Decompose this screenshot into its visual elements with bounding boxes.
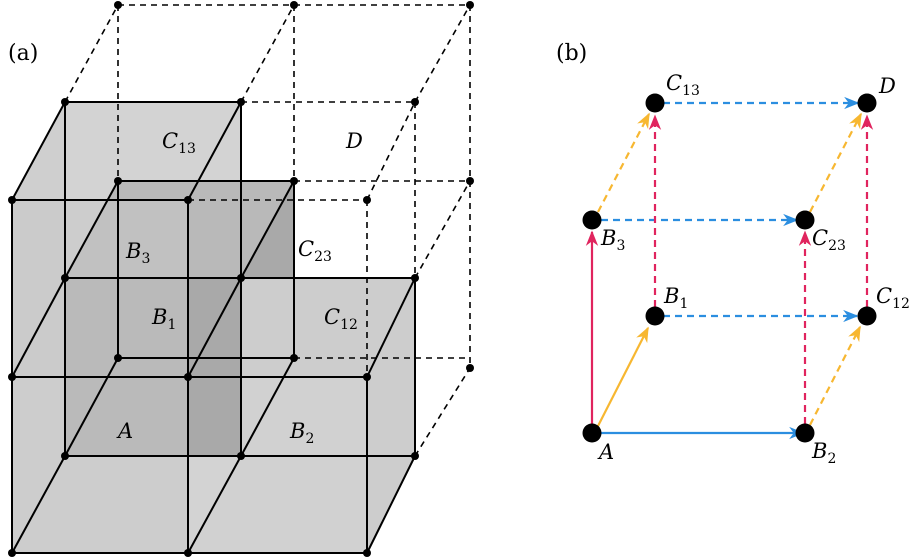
edge-a-15 <box>187 277 242 378</box>
a-node <box>363 196 371 204</box>
edge-a-b1 <box>597 326 649 427</box>
panel-a-solid-edges <box>11 101 416 554</box>
label-a-a: A <box>116 419 133 443</box>
panel-b-edges <box>585 96 874 440</box>
a-node <box>411 452 419 460</box>
dash-a-12 <box>366 101 416 201</box>
panel-b-nodes <box>582 93 877 443</box>
a-node <box>184 549 192 557</box>
label-b-c23: C23 <box>812 226 846 254</box>
panel-b-labels: A B2 B1 C12 B3 C23 C13 D <box>597 71 910 467</box>
a-node <box>466 364 474 372</box>
edge-a-8 <box>240 180 295 279</box>
edge-a-14 <box>366 277 416 378</box>
node-d <box>857 93 877 113</box>
a-node <box>290 177 298 185</box>
a-node <box>290 1 298 9</box>
label-b-c13: C13 <box>666 71 700 99</box>
edge-a-7 <box>187 101 242 201</box>
label-b-b3: B3 <box>600 226 625 254</box>
panel-a: (a) <box>8 1 474 557</box>
edge-b3-c13 <box>597 112 650 213</box>
dash-a-16 <box>414 367 471 457</box>
panel-b: (b) <box>556 41 910 467</box>
a-node <box>290 354 298 362</box>
label-a-d: D <box>345 129 363 153</box>
edge-a-11 <box>241 277 416 554</box>
edge-a-19 <box>11 455 66 554</box>
edge-a-20 <box>187 455 242 554</box>
a-node <box>61 452 69 460</box>
a-node <box>363 373 371 381</box>
label-b-b2: B2 <box>811 439 836 467</box>
node-b3 <box>582 210 602 230</box>
dash-a-14 <box>414 180 471 279</box>
label-b-d: D <box>878 74 896 98</box>
node-c23 <box>795 210 815 230</box>
panel-a-nodes <box>8 1 474 557</box>
node-c12 <box>857 306 877 326</box>
label-a-c23: C23 <box>298 237 332 265</box>
dash-a-2 <box>240 4 295 103</box>
label-b-c12: C12 <box>876 284 910 312</box>
a-node <box>114 1 122 9</box>
node-b2 <box>795 423 815 443</box>
label-a-b3: B3 <box>125 239 150 267</box>
node-c13 <box>645 93 665 113</box>
a-node <box>411 274 419 282</box>
label-a-b1: B1 <box>151 305 176 333</box>
label-a-c12: C12 <box>324 305 358 333</box>
a-node <box>114 177 122 185</box>
a-node <box>61 98 69 106</box>
node-a <box>582 423 602 443</box>
edge-a-6 <box>64 180 119 279</box>
a-node <box>237 452 245 460</box>
a-node <box>466 1 474 9</box>
a-node <box>237 274 245 282</box>
edge-b2-c12 <box>809 325 861 426</box>
face-c12 <box>241 278 415 553</box>
panel-a-labels: C13 D B3 C23 B1 C12 A B2 <box>116 129 363 447</box>
label-a-b2: B2 <box>289 419 314 447</box>
a-node <box>363 549 371 557</box>
a-node <box>61 274 69 282</box>
edge-a-22 <box>240 357 295 457</box>
edge-a-9 <box>11 277 66 378</box>
a-node <box>184 196 192 204</box>
dash-a-3 <box>414 4 471 103</box>
a-node <box>8 373 16 381</box>
a-node <box>114 354 122 362</box>
a-node <box>237 98 245 106</box>
a-node <box>466 177 474 185</box>
edge-c23-d <box>809 112 862 213</box>
dash-a-1 <box>64 4 119 103</box>
a-node <box>411 98 419 106</box>
node-b1 <box>645 306 665 326</box>
a-node <box>8 549 16 557</box>
panel-a-label: (a) <box>8 41 38 66</box>
face-b2 <box>188 377 367 553</box>
label-a-c13: C13 <box>162 129 196 157</box>
a-node <box>8 196 16 204</box>
edge-a-21 <box>64 357 119 457</box>
label-b-b1: B1 <box>663 284 688 312</box>
edge-a-1 <box>11 101 242 278</box>
panel-b-label: (b) <box>556 41 587 66</box>
label-b-a: A <box>597 440 614 464</box>
a-node <box>184 373 192 381</box>
